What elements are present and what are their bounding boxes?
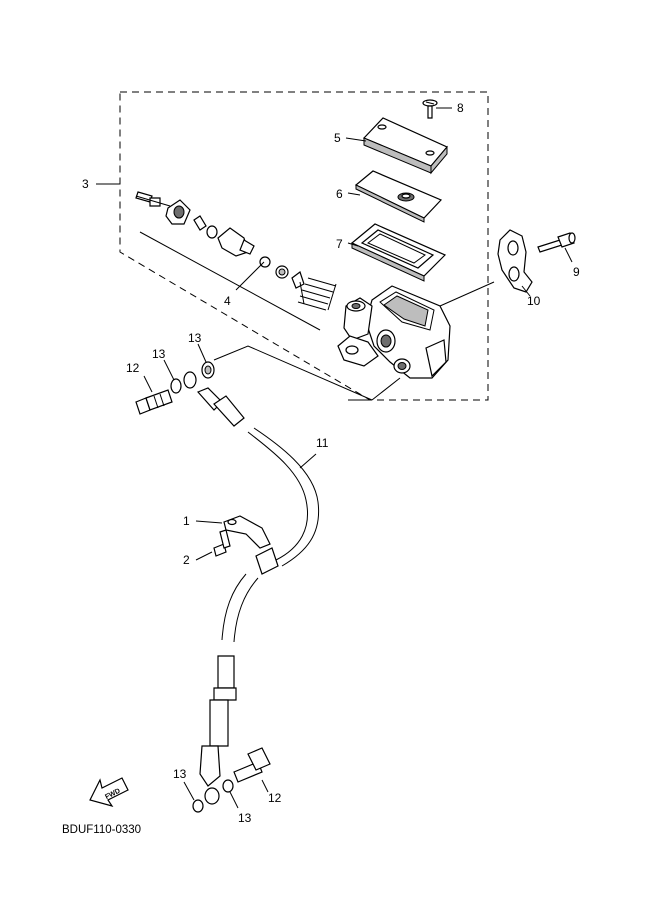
hose-guide — [223, 515, 271, 549]
callout-12-lower: 12 — [268, 791, 282, 805]
callout-2: 2 — [183, 553, 190, 567]
reservoir-cap — [362, 117, 448, 175]
banjo-fitting — [183, 371, 197, 389]
callout-3: 3 — [82, 177, 89, 191]
clamp-holder — [497, 229, 533, 293]
callout-4: 4 — [224, 294, 231, 308]
guide-bolt — [213, 529, 231, 557]
crush-washer — [222, 779, 234, 793]
union-bolt-lower — [233, 747, 271, 783]
union-bolt-upper — [135, 389, 173, 415]
clamp-bolt — [537, 232, 576, 253]
diaphragm — [350, 223, 447, 282]
callout-7: 7 — [336, 237, 343, 251]
cap-screw — [422, 99, 438, 119]
callout-13-upper-right: 13 — [188, 331, 202, 345]
callout-5: 5 — [334, 131, 341, 145]
piston-kit — [135, 191, 337, 311]
callout-9: 9 — [573, 265, 580, 279]
callout-8: 8 — [457, 101, 464, 115]
crush-washer — [170, 378, 182, 394]
leader-lines — [96, 107, 573, 809]
callout-13-lower-right: 13 — [238, 811, 252, 825]
spring — [297, 277, 337, 311]
diaphragm-plate — [354, 170, 443, 223]
brake-hose — [196, 387, 320, 805]
assembly-boundary — [119, 91, 489, 401]
crush-washer — [192, 799, 204, 813]
callout-12-upper: 12 — [126, 361, 140, 375]
forward-arrow-icon: FWD — [89, 777, 129, 808]
callout-10: 10 — [527, 294, 541, 308]
callout-1: 1 — [183, 514, 190, 528]
diagram-code: BDUF110-0330 — [62, 824, 141, 836]
callout-11: 11 — [316, 436, 329, 450]
callout-13-lower-left: 13 — [173, 767, 187, 781]
callout-13-upper-left: 13 — [152, 347, 166, 361]
master-cylinder-body — [337, 285, 451, 379]
callout-6: 6 — [336, 187, 343, 201]
